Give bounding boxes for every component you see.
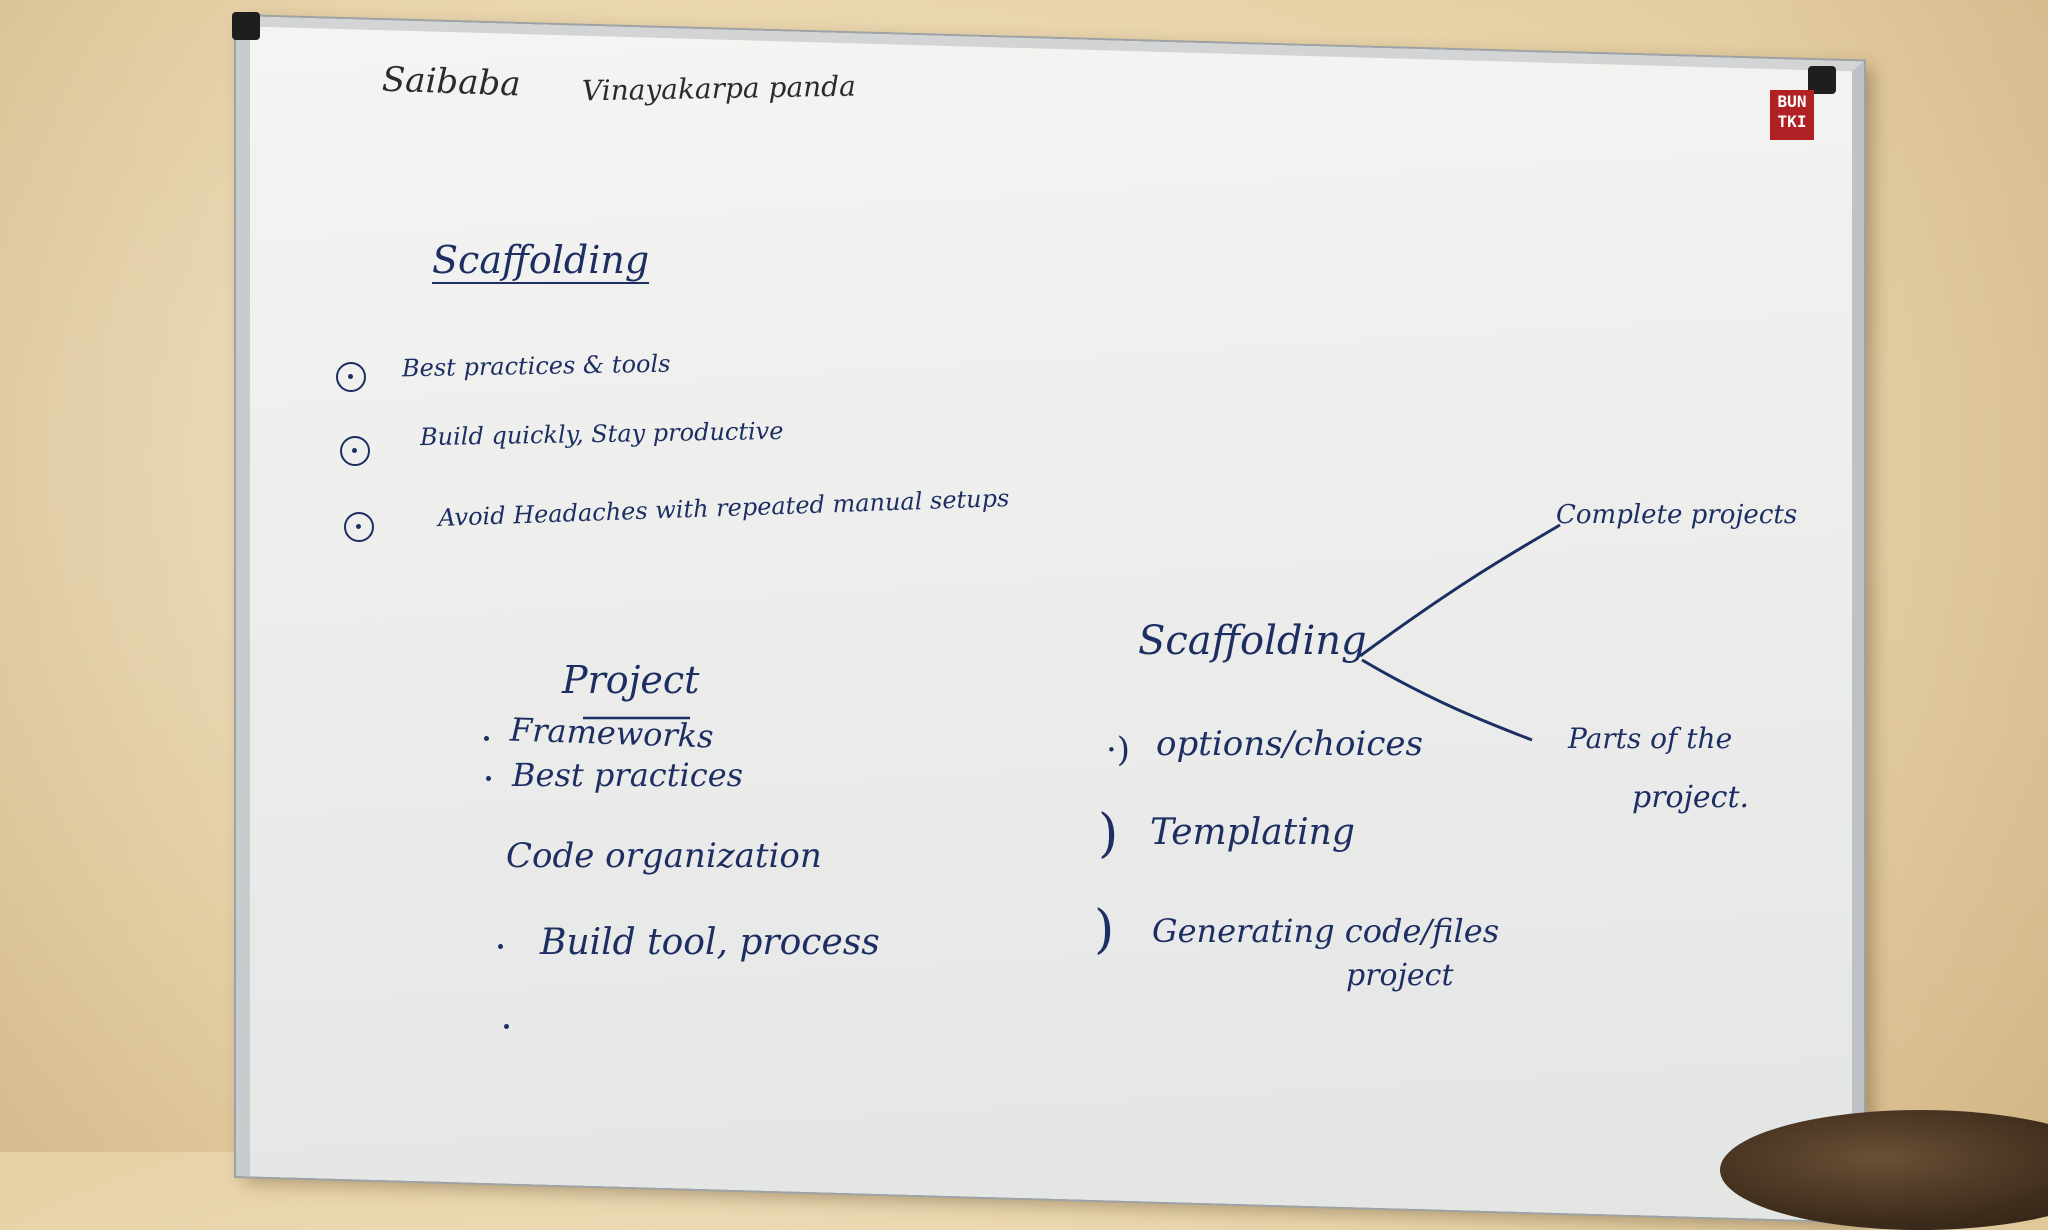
- board-title: Scaffolding: [432, 238, 650, 284]
- project-bullet-2: [486, 776, 491, 781]
- center-paren-1: ·): [1106, 730, 1131, 770]
- bullet-1-icon: [336, 362, 366, 392]
- center-item-3: Generating code/files: [1152, 912, 1500, 950]
- center-item-1: options/choices: [1156, 724, 1423, 764]
- branch-bottom-line1: Parts of the: [1568, 722, 1733, 755]
- project-item-1: Frameworks: [509, 710, 715, 756]
- center-item-3-extra: project: [1346, 958, 1454, 993]
- center-paren-3: ): [1094, 900, 1115, 960]
- brand-logo: BUN TKI: [1770, 90, 1814, 140]
- project-item-2: Best practices: [512, 756, 744, 794]
- project-bullet-5: [504, 1024, 509, 1029]
- project-bullet-4: [498, 944, 503, 949]
- branch-line-top: [1359, 523, 1561, 658]
- project-item-4: Build tool, process: [540, 922, 880, 963]
- bullet-1-text: Best practices & tools: [401, 349, 671, 383]
- center-paren-2: ): [1098, 804, 1119, 864]
- header-right-text: Vinayakarpa panda: [581, 69, 857, 108]
- branch-bottom-line2: project.: [1632, 780, 1750, 815]
- project-bullet-1: [484, 736, 489, 741]
- project-item-3: Code organization: [506, 836, 822, 876]
- center-item-2: Templating: [1150, 812, 1355, 853]
- diagram-lines: [583, 523, 1561, 742]
- bullet-3-icon: [344, 512, 374, 542]
- header-left-text: Saibaba: [381, 59, 522, 105]
- board-corner-top-left: [232, 12, 260, 40]
- branch-line-bottom: [1361, 658, 1533, 742]
- branch-top-text: Complete projects: [1556, 500, 1798, 530]
- bullet-2-icon: [340, 436, 370, 466]
- project-title: Project: [562, 658, 700, 702]
- board-corner-top-right: [1808, 66, 1836, 94]
- center-title: Scaffolding: [1138, 618, 1367, 664]
